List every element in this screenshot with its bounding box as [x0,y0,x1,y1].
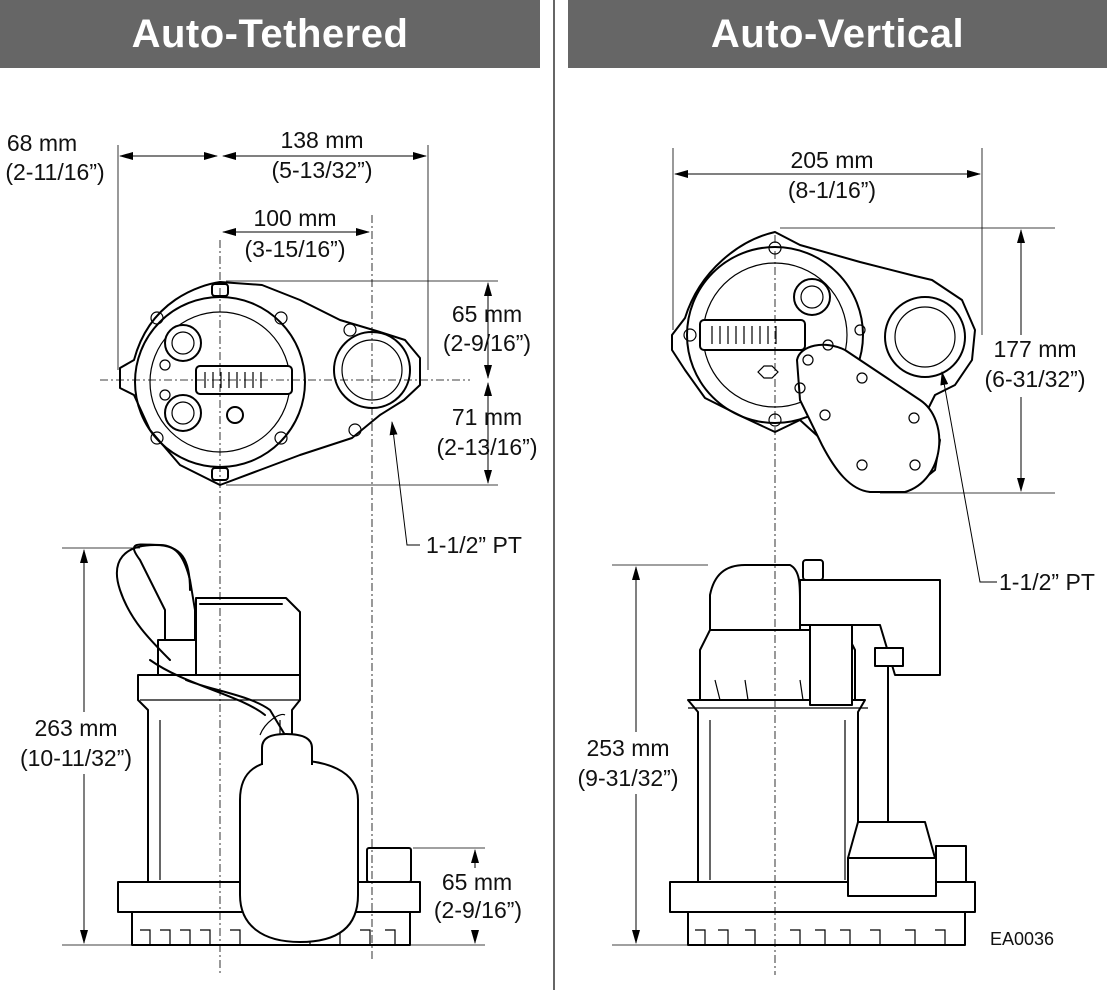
dim-253-in: (9-31/32”) [578,765,679,791]
vertical-side-view [669,559,976,946]
dim-205-mm: 205 mm [790,147,873,173]
dim-205-in: (8-1/16”) [788,177,876,203]
tethered-side-view [115,543,421,946]
dim-65-top-in: (2-9/16”) [443,330,531,356]
vertical-pipe-callout: 1-1/2” PT [999,569,1095,595]
tethered-top-view [119,281,421,486]
dim-138-in: (5-13/32”) [272,157,373,183]
dim-65-top-mm: 65 mm [452,301,522,327]
vertical-top-view [671,231,976,493]
dim-71-mm: 71 mm [452,404,522,430]
dim-263-in: (10-11/32”) [20,745,132,771]
tethered-labels: 68 mm (2-11/16”) 138 mm (5-13/32”) 100 m… [5,127,537,930]
dim-68-mm: 68 mm [7,130,77,156]
tethered-dimensions [62,145,498,946]
tethered-pipe-callout: 1-1/2” PT [426,532,522,558]
auto-tethered-header: Auto-Tethered [0,0,540,68]
dim-65-float-in: (2-9/16”) [434,897,522,923]
drawing-code: EA0036 [990,929,1054,949]
dim-65-float-mm: 65 mm [442,869,512,895]
vertical-labels: 205 mm (8-1/16”) 177 mm (6-31/32”) 1-1/2… [572,147,1095,949]
dim-263-mm: 263 mm [34,715,117,741]
auto-vertical-header: Auto-Vertical [568,0,1107,68]
dim-68-in: (2-11/16”) [5,159,104,185]
dim-138-mm: 138 mm [280,127,363,153]
dim-100-mm: 100 mm [253,205,336,231]
tethered-centerlines [100,215,470,975]
dim-100-in: (3-15/16”) [245,236,346,262]
dim-177-mm: 177 mm [993,336,1076,362]
dim-177-in: (6-31/32”) [985,366,1086,392]
dim-71-in: (2-13/16”) [437,434,538,460]
panel-divider [553,0,555,990]
dim-253-mm: 253 mm [586,735,669,761]
